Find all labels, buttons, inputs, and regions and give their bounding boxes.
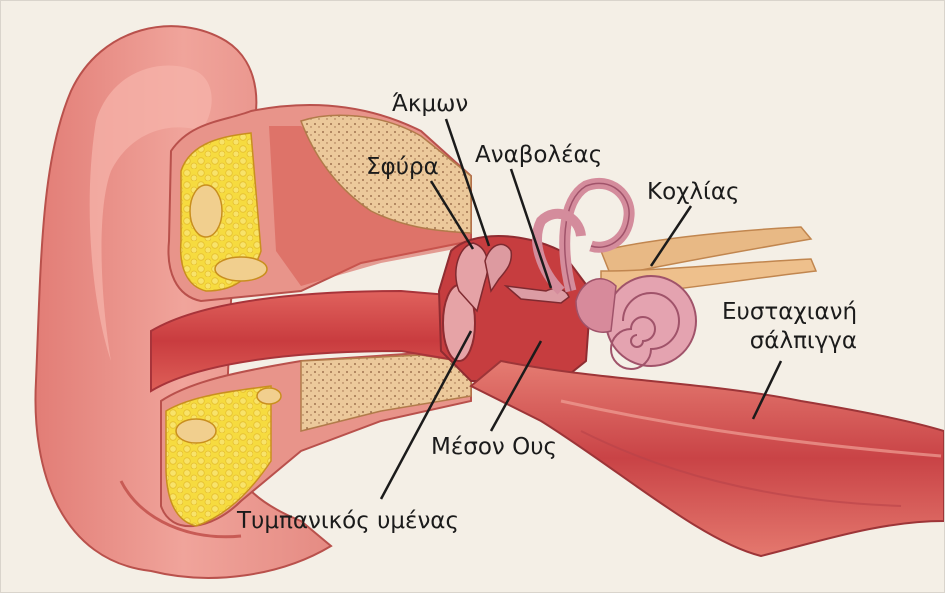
- label-eustachian-line1: Ευσταχιανή: [722, 301, 857, 324]
- label-kochlias: Κοχλίας: [647, 181, 740, 204]
- label-sfyra: Σφύρα: [366, 156, 439, 179]
- upper-tissue: [168, 105, 471, 301]
- label-eustachian-tube: Ευσταχιανή σάλπιγγα: [722, 301, 857, 353]
- label-akmon: Άκμων: [392, 93, 468, 116]
- label-tympanic-membrane: Τυμπανικός υμένας: [237, 510, 459, 533]
- label-anavoleas: Αναβολέας: [475, 144, 602, 167]
- label-eustachian-line2: σάλπιγγα: [722, 330, 857, 353]
- label-meson-ous: Μέσον Ους: [431, 436, 557, 459]
